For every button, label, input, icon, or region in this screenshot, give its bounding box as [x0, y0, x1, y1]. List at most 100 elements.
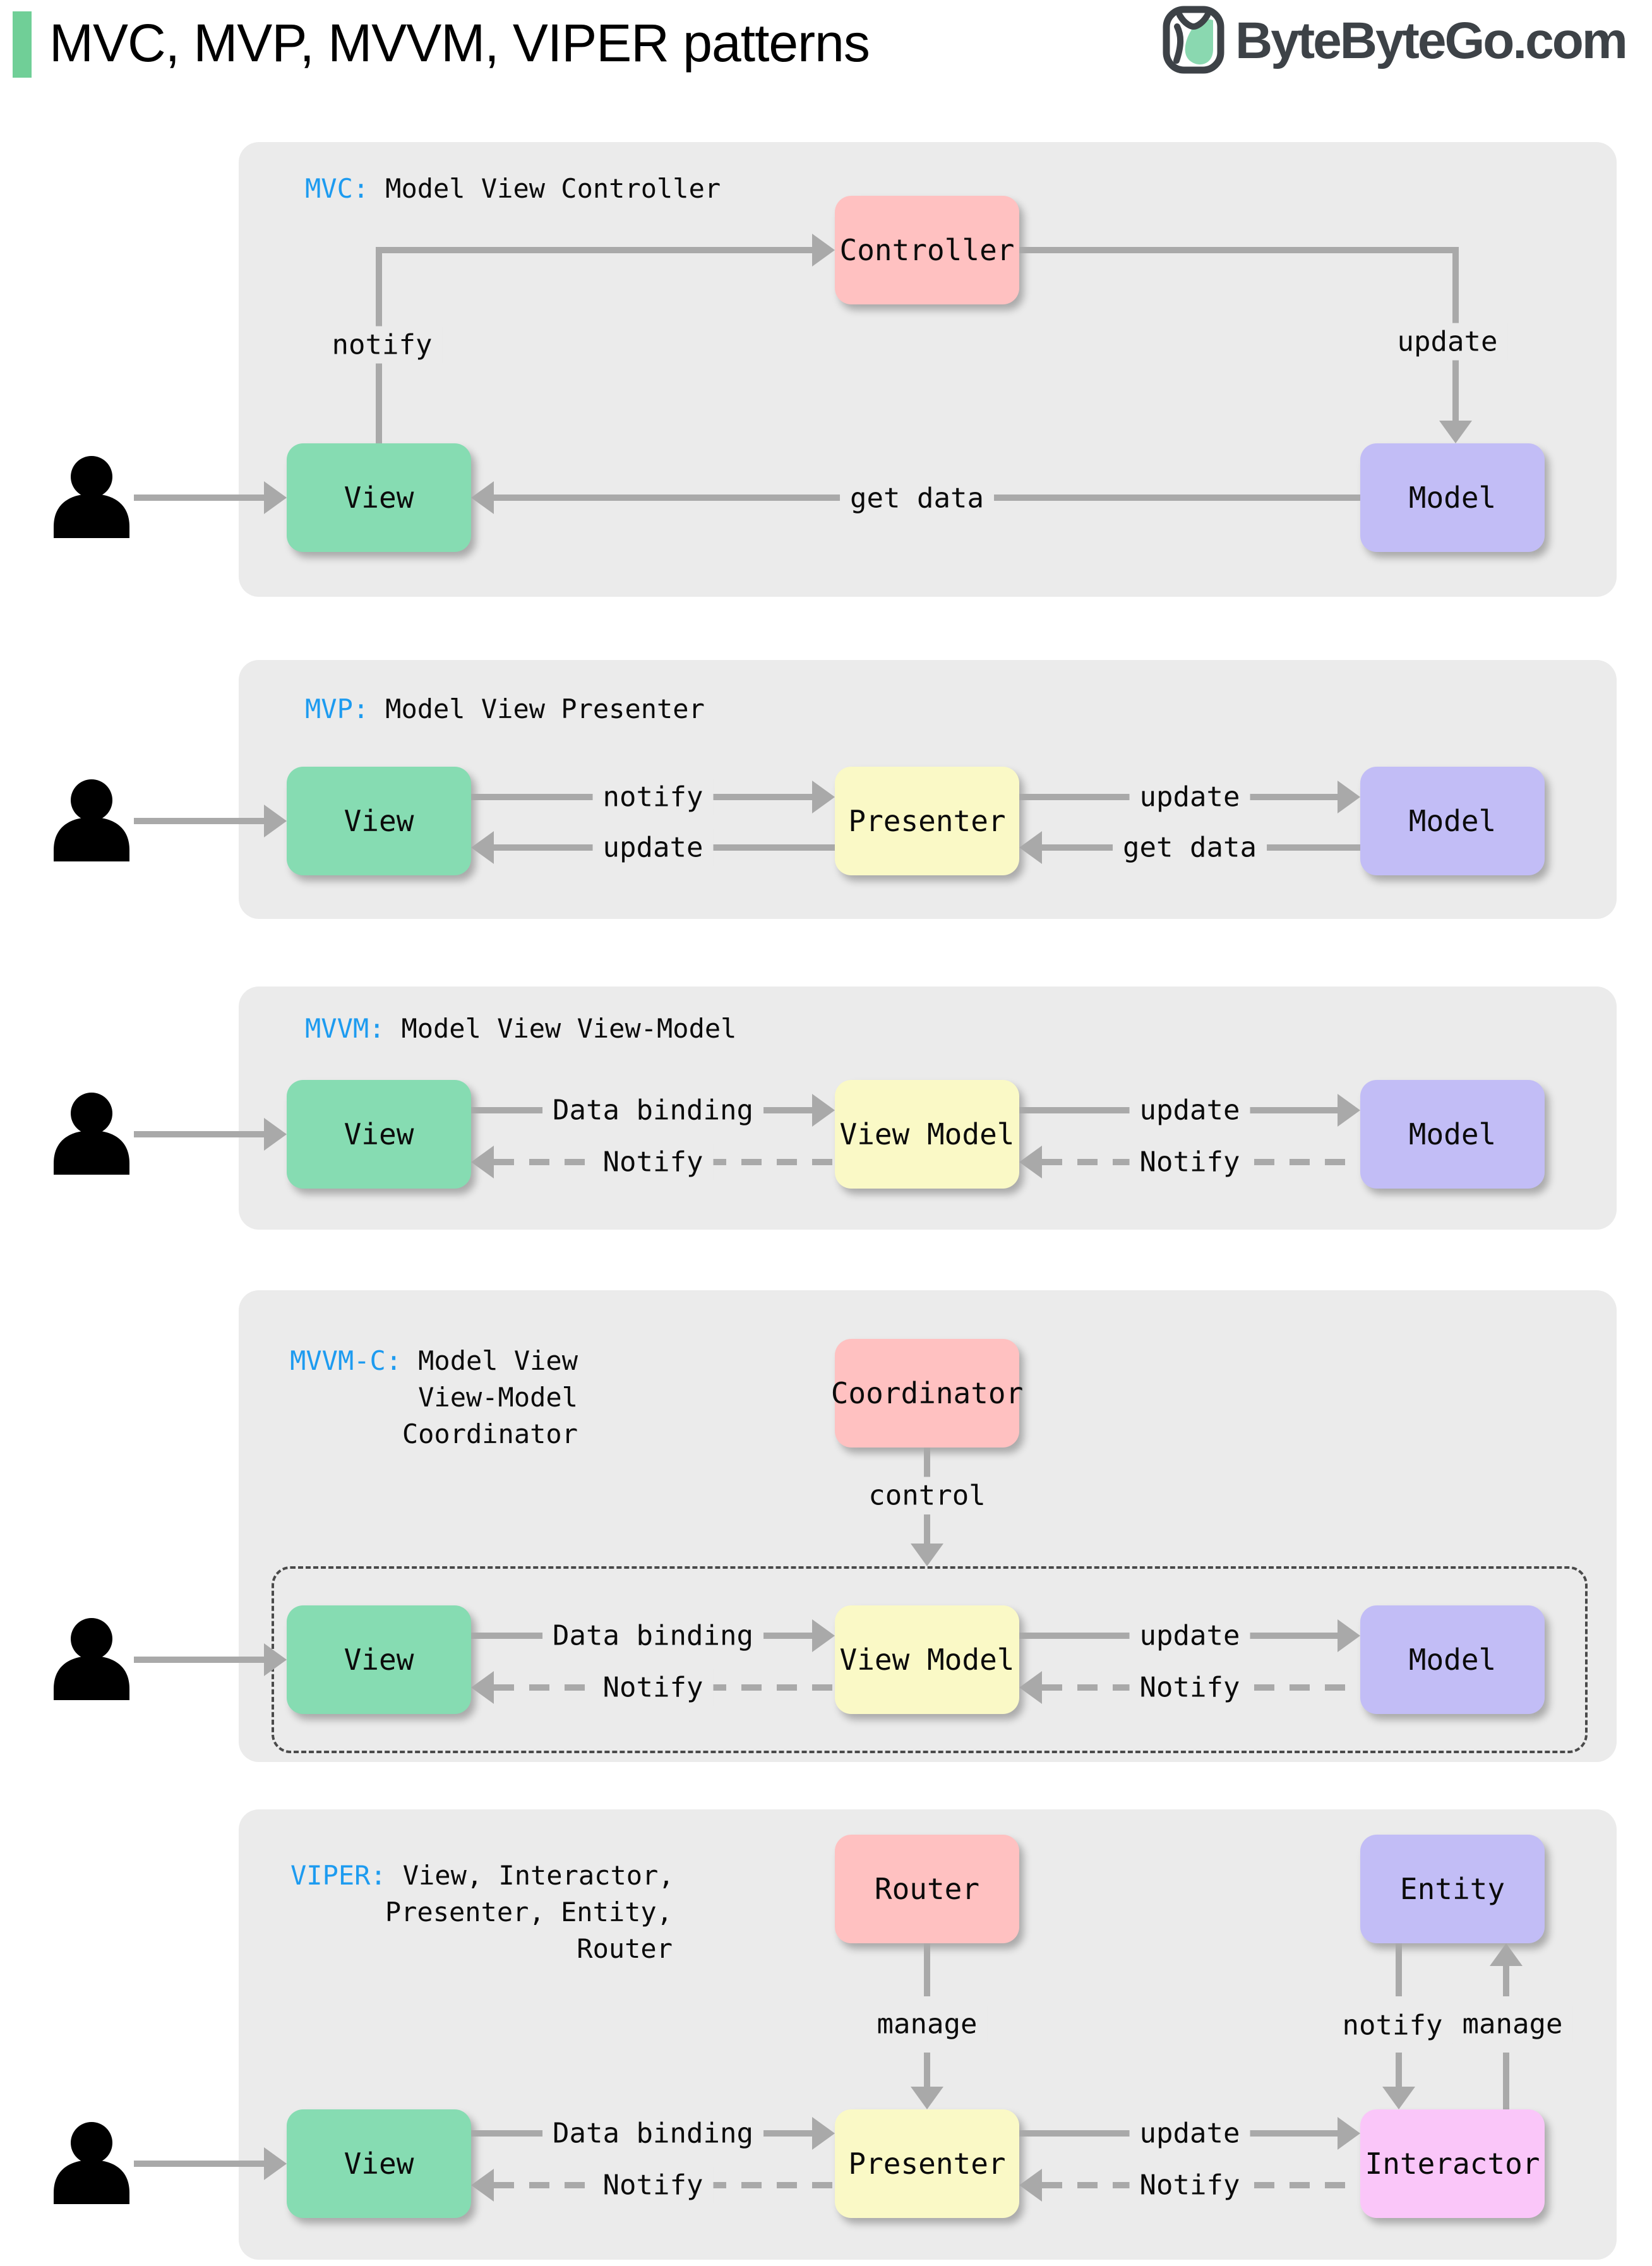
viper-databinding-arrowhead — [812, 2117, 835, 2150]
viper-notify-presenter-arrowhead — [1019, 2169, 1042, 2202]
viper-user-arrowhead — [264, 2147, 287, 2180]
mvvmc-databinding-label: Data binding — [542, 1617, 763, 1655]
mvp-getdata-arrowhead — [1019, 831, 1042, 864]
mvvm-notify-view-label: Notify — [592, 1143, 714, 1181]
mvvmc-databinding-arrowhead — [812, 1619, 835, 1652]
viper-name-line1: View, Interactor, — [402, 1860, 674, 1891]
mvc-user-arrow-line — [134, 495, 264, 501]
mvvm-viewmodel-node: View Model — [835, 1080, 1019, 1189]
mvp-user-arrow-line — [134, 818, 264, 824]
mvvmc-notify-vm-arrowhead — [1019, 1671, 1042, 1704]
viper-manage-entity-line-1 — [1503, 1966, 1509, 1996]
mvc-section-label: MVC: Model View Controller — [305, 173, 721, 204]
mvvm-update-label: update — [1129, 1091, 1250, 1129]
page-title: MVC, MVP, MVVM, VIPER patterns — [49, 13, 870, 73]
bytebytego-logo-icon — [1162, 5, 1225, 77]
mvvmc-control-arrowhead — [911, 1544, 943, 1566]
user-icon — [47, 2119, 136, 2208]
bytebytego-logo-text: ByteByteGo.com — [1235, 12, 1628, 69]
mvp-tag: MVP: — [305, 693, 369, 724]
viper-interactor-node: Interactor — [1360, 2109, 1545, 2218]
viper-notify-view-arrowhead — [471, 2169, 494, 2202]
mvvm-notify-vm-label: Notify — [1129, 1143, 1250, 1181]
mvp-notify-label: notify — [592, 778, 714, 816]
viper-notify-entity-arrowhead — [1382, 2087, 1415, 2109]
mvvm-model-node: Model — [1360, 1080, 1545, 1189]
mvvmc-update-arrowhead — [1338, 1619, 1360, 1652]
mvp-update-model-label: update — [1129, 778, 1250, 816]
mvvmc-model-node: Model — [1360, 1605, 1545, 1714]
mvp-view-node: View — [287, 767, 471, 875]
mvc-model-node: Model — [1360, 443, 1545, 552]
mvp-name: Model View Presenter — [385, 693, 705, 724]
mvp-update-view-label: update — [592, 829, 714, 866]
mvvmc-user-arrow-line — [134, 1657, 264, 1663]
mvvmc-viewmodel-node: View Model — [835, 1605, 1019, 1714]
viper-name-line3: Router — [577, 1933, 673, 1964]
mvvmc-name-line2: View-Model — [418, 1382, 578, 1413]
viper-user-arrow-line — [134, 2161, 264, 2167]
mvvm-update-arrowhead — [1338, 1094, 1360, 1127]
mvc-getdata-arrowhead — [471, 481, 494, 514]
viper-tag: VIPER: — [290, 1860, 386, 1891]
viper-view-node: View — [287, 2109, 471, 2218]
viper-presenter-node: Presenter — [835, 2109, 1019, 2218]
viper-router-node: Router — [835, 1835, 1019, 1943]
user-icon — [47, 777, 136, 865]
mvvm-section-label: MVVM:Model View View-Model — [305, 1013, 736, 1044]
mvvmc-coordinator-node: Coordinator — [831, 1339, 1023, 1448]
user-icon — [47, 1090, 136, 1178]
mvvm-user-arrow-line — [134, 1131, 264, 1137]
viper-notify-entity-line-1 — [1396, 1943, 1402, 1996]
title-accent-bar — [13, 11, 32, 78]
mvp-update-view-arrowhead — [471, 831, 494, 864]
mvvmc-user-arrowhead — [264, 1643, 287, 1676]
mvvm-notify-view-arrowhead — [471, 1146, 494, 1178]
mvc-user-arrowhead — [264, 481, 287, 514]
user-icon — [47, 1616, 136, 1704]
viper-manage-entity-line-2 — [1503, 2053, 1509, 2109]
mvp-presenter-node: Presenter — [835, 767, 1019, 875]
mvvmc-control-line-1 — [924, 1448, 930, 1478]
mvc-notify-line-h — [376, 247, 812, 253]
mvc-view-node: View — [287, 443, 471, 552]
mvvmc-control-label: control — [858, 1477, 996, 1514]
viper-manage-router-line-2 — [924, 2053, 930, 2087]
viper-manage-router-arrowhead — [911, 2087, 943, 2109]
mvc-notify-label: notify — [321, 326, 443, 364]
mvvmc-view-node: View — [287, 1605, 471, 1714]
viper-manage-router-label: manage — [866, 2005, 988, 2043]
viper-manage-router-line-1 — [924, 1943, 930, 1996]
viper-section-label: VIPER: View, Interactor, Presenter, Entit… — [290, 1857, 674, 1967]
viper-notify-entity-line-2 — [1396, 2053, 1402, 2087]
mvvm-name: Model View View-Model — [401, 1013, 737, 1044]
mvvm-databinding-label: Data binding — [542, 1091, 763, 1129]
mvvm-notify-vm-arrowhead — [1019, 1146, 1042, 1178]
mvc-update-arrowhead — [1439, 421, 1472, 443]
viper-notify-view-label: Notify — [592, 2166, 714, 2204]
mvvmc-tag: MVVM-C: — [290, 1345, 402, 1376]
mvc-update-line-h — [1019, 247, 1456, 253]
mvp-user-arrowhead — [264, 805, 287, 837]
mvvm-view-node: View — [287, 1080, 471, 1189]
mvc-controller-node: Controller — [835, 196, 1019, 304]
viper-update-label: update — [1129, 2114, 1250, 2152]
viper-update-arrowhead — [1338, 2117, 1360, 2150]
viper-notify-presenter-label: Notify — [1129, 2166, 1250, 2204]
mvp-notify-arrowhead — [812, 781, 835, 813]
viper-entity-node: Entity — [1360, 1835, 1545, 1943]
bytebytego-logo: ByteByteGo.com — [1162, 5, 1628, 77]
mvvmc-section-label: MVVM-C: Model View View-Model Coordinator — [275, 1343, 578, 1453]
viper-name-line2: Presenter, Entity, — [385, 1897, 673, 1927]
mvc-name: Model View Controller — [385, 173, 721, 204]
mvc-tag: MVC: — [305, 173, 369, 204]
user-icon — [47, 453, 136, 542]
mvp-section-label: MVP: Model View Presenter — [305, 693, 705, 724]
mvc-getdata-label: get data — [840, 479, 994, 517]
mvvmc-notify-view-arrowhead — [471, 1671, 494, 1704]
mvvmc-notify-view-label: Notify — [592, 1669, 714, 1706]
mvvm-databinding-arrowhead — [812, 1094, 835, 1127]
mvvmc-control-line-2 — [924, 1514, 930, 1544]
mvvmc-name-line3: Coordinator — [402, 1418, 578, 1449]
mvvmc-name-line1: Model View — [418, 1345, 578, 1376]
